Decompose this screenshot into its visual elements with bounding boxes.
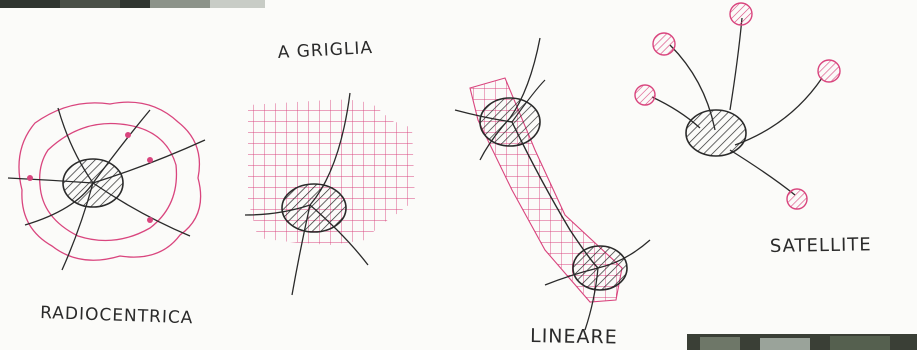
satellite-diagram xyxy=(635,3,840,209)
radiocentrica-diagram xyxy=(8,102,205,270)
label-lineare: LINEARE xyxy=(530,325,618,349)
label-radiocentrica: RADIOCENTRICA xyxy=(40,303,194,328)
label-griglia: A GRIGLIA xyxy=(277,38,373,63)
griglia-diagram xyxy=(245,93,415,295)
label-satellite: SATELLITE xyxy=(770,234,872,257)
lineare-diagram xyxy=(455,38,650,330)
photo-fragment-bottom-right xyxy=(687,334,917,350)
photo-fragment-top-left xyxy=(0,0,265,8)
